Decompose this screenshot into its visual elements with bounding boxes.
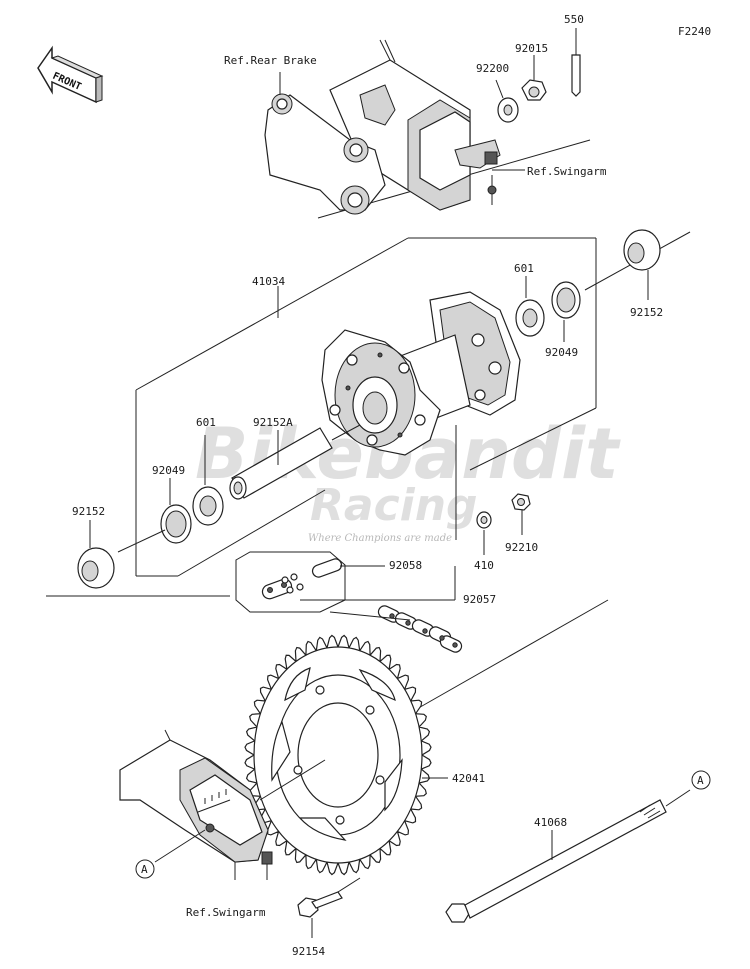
ref-swingarm-top-label: Ref.Swingarm	[527, 165, 607, 178]
castle-nut-92015	[521, 55, 547, 101]
nut-92210	[511, 493, 531, 535]
part-92200-label: 92200	[476, 62, 509, 75]
rear-hub-41034	[321, 291, 521, 456]
spacer-sleeve-92152A	[229, 424, 361, 500]
part-92152-left-label: 92152	[72, 505, 105, 518]
oil-seal-92049-right	[551, 281, 581, 342]
chain-links-92057	[377, 605, 463, 653]
part-41034-label: 41034	[252, 275, 285, 288]
rear-axle-41068	[445, 789, 691, 923]
rear-sprocket-42041	[244, 599, 609, 876]
watermark-tagline: Where Champions are made	[308, 533, 452, 544]
hub-assembly-frame	[135, 237, 597, 577]
part-92210-label: 92210	[505, 541, 538, 554]
figure-code: F2240	[678, 25, 711, 38]
washer-410	[455, 425, 492, 555]
chain-assembly	[46, 551, 463, 653]
bearing-601-left	[192, 435, 224, 526]
part-550-label: 550	[564, 13, 584, 26]
cotter-pin-550	[571, 28, 581, 97]
part-92049-top-label: 92049	[545, 346, 578, 359]
ref-swingarm-bottom-label: Ref.Swingarm	[186, 906, 266, 919]
part-92154-label: 92154	[292, 945, 325, 958]
bearing-601-right	[515, 276, 545, 337]
part-601-top-label: 601	[514, 262, 534, 275]
part-92152-top-label: 92152	[630, 306, 663, 319]
washer-92200	[495, 79, 519, 123]
callout-a-left: A	[135, 859, 155, 879]
part-92057-label: 92057	[463, 593, 496, 606]
part-92049-left-label: 92049	[152, 464, 185, 477]
collar-92152-right	[584, 229, 691, 300]
bolt-92154	[297, 877, 361, 938]
watermark-line2: Racing	[310, 480, 478, 531]
swingarm-bottom-assembly	[119, 729, 273, 880]
callout-a-right-label: A	[697, 774, 704, 787]
oil-seal-92049-left	[160, 478, 192, 544]
front-arrow-icon: FRONT	[37, 45, 104, 104]
part-92015-label: 92015	[515, 42, 548, 55]
swingarm-top-assembly	[264, 39, 591, 219]
part-41068-label: 41068	[534, 816, 567, 829]
part-42041-label: 42041	[452, 772, 485, 785]
part-92152A-label: 92152A	[253, 416, 293, 429]
part-410-label: 410	[474, 559, 494, 572]
part-601-left-label: 601	[196, 416, 216, 429]
part-92058-label: 92058	[389, 559, 422, 572]
callout-a-left-label: A	[141, 863, 148, 876]
collar-92152-left	[77, 520, 166, 589]
ref-rear-brake-label: Ref.Rear Brake	[224, 54, 317, 67]
callout-a-right: A	[691, 770, 711, 790]
